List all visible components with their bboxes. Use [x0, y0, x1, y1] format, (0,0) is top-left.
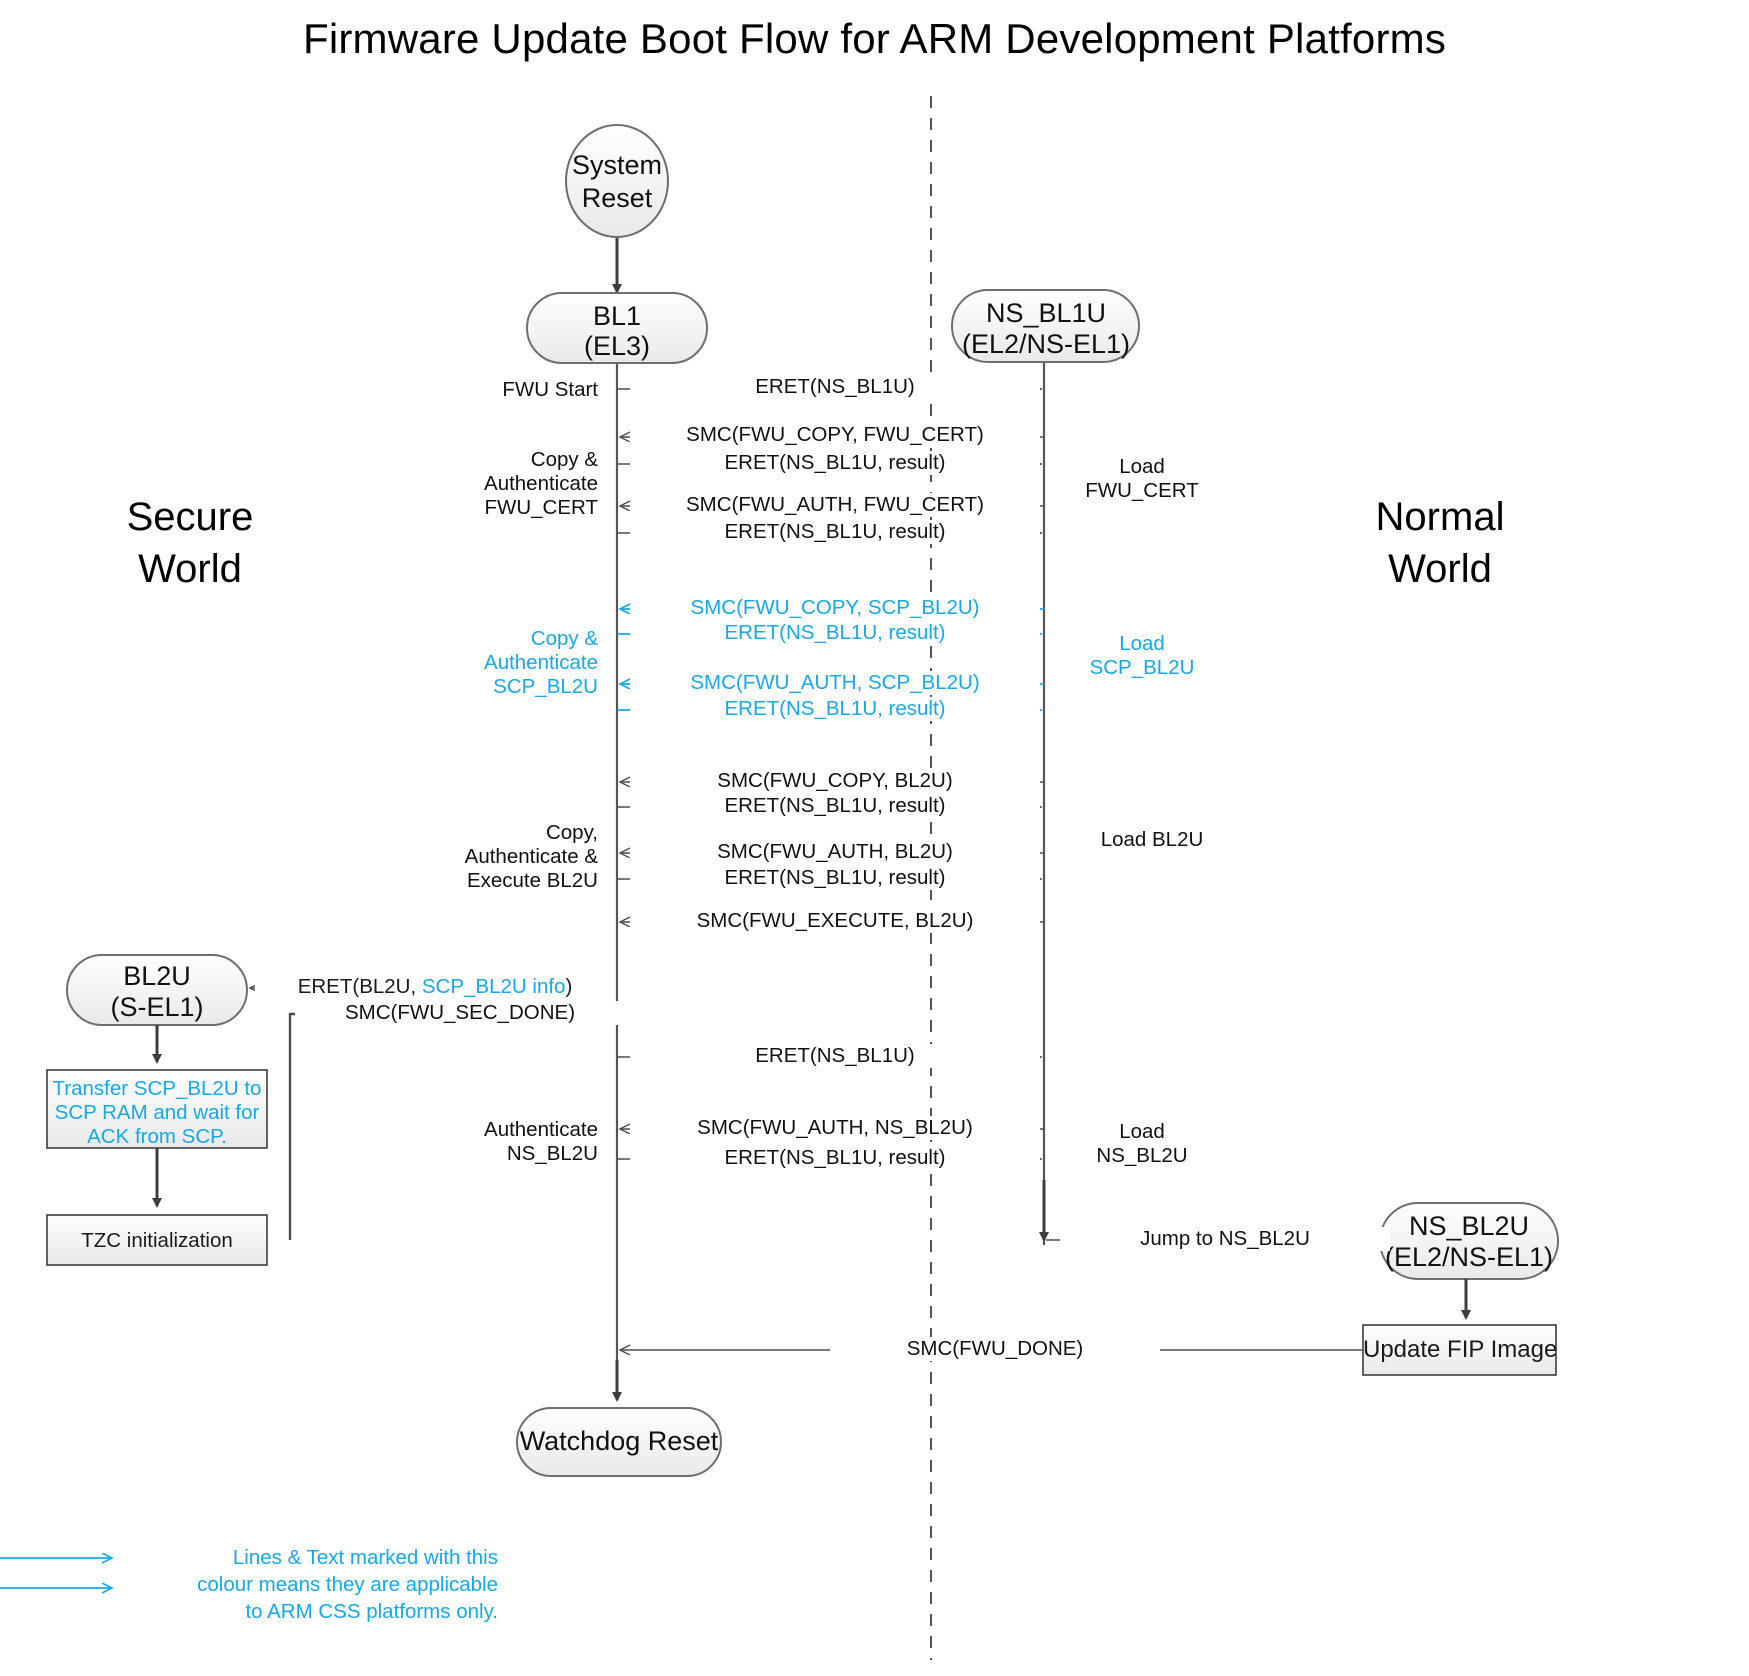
message-label-m2: SMC(FWU_COPY, FWU_CERT)	[630, 423, 1040, 448]
message-label-m1: ERET(NS_BL1U)	[630, 375, 1040, 400]
secure-world-label-line2: World	[138, 547, 242, 591]
node-transfer-scp	[46, 1069, 268, 1149]
message-label-m6: SMC(FWU_COPY, SCP_BL2U)	[630, 596, 1040, 621]
message-label-m15-part-c: )	[565, 975, 573, 998]
message-label-m15-part-a: ERET(BL2U,	[297, 975, 422, 998]
message-label-m15-part-b: SCP_BL2U info	[421, 975, 566, 998]
node-bl1	[526, 292, 708, 364]
page-title: Firmware Update Boot Flow for ARM Develo…	[302, 15, 1447, 62]
message-label-m21: SMC(FWU_DONE)	[830, 1337, 1160, 1362]
node-transfer-scp-label-2: SCP RAM and wait for	[54, 1101, 260, 1124]
message-label-m18: SMC(FWU_AUTH, NS_BL2U)	[630, 1116, 1040, 1141]
left-annotation-a2-line3: FWU_CERT	[484, 496, 598, 519]
left-annotation-a3-line1: Copy &	[530, 627, 598, 650]
secure-world-label-line1: Secure	[126, 495, 254, 539]
message-label-m11: ERET(NS_BL1U, result)	[630, 794, 1040, 819]
message-label-m20: Jump to NS_BL2U	[1060, 1227, 1390, 1252]
node-transfer-scp-label-1: Transfer SCP_BL2U to	[52, 1077, 262, 1100]
left-annotation-a4-line3: Execute BL2U	[466, 869, 598, 892]
node-system-reset-label-1: System	[571, 150, 663, 180]
message-label-m16: SMC(FWU_SEC_DONE)	[295, 1001, 625, 1026]
message-label-m10: SMC(FWU_COPY, BL2U)	[630, 769, 1040, 794]
normal-world-label-line1: Normal	[1375, 495, 1505, 539]
message-label-m17: ERET(NS_BL1U)	[630, 1044, 1040, 1069]
node-tzc-init	[46, 1214, 268, 1266]
node-ns-bl1u	[951, 289, 1140, 363]
left-annotation-a5-line1: Authenticate	[484, 1118, 598, 1141]
message-label-m9: ERET(NS_BL1U, result)	[630, 697, 1040, 722]
message-label-m12: SMC(FWU_AUTH, BL2U)	[630, 840, 1040, 865]
node-update-fip	[1362, 1324, 1557, 1376]
right-annotation-b3-line1: Load BL2U	[1100, 828, 1204, 851]
message-label-m15: ERET(BL2U, SCP_BL2U info)	[255, 975, 615, 1000]
message-label-m8: SMC(FWU_AUTH, SCP_BL2U)	[630, 671, 1040, 696]
message-label-m14: SMC(FWU_EXECUTE, BL2U)	[630, 909, 1040, 934]
right-annotation-b4-line1: Load	[1119, 1120, 1165, 1143]
left-annotation-a4-line2: Authenticate &	[464, 845, 598, 868]
left-annotation-a2-line1: Copy &	[530, 448, 598, 471]
node-ns-bl2u-label-2: (EL2/NS-EL1)	[1384, 1242, 1554, 1272]
node-transfer-scp-label-3: ACK from SCP.	[87, 1125, 227, 1148]
node-bl2u-label-2: (S-EL1)	[110, 992, 204, 1022]
node-bl1-label-1: BL1	[592, 301, 642, 331]
right-annotation-b2-line2: SCP_BL2U	[1089, 656, 1195, 679]
normal-world-label-line2: World	[1388, 547, 1492, 591]
node-system-reset-label-2: Reset	[581, 183, 653, 213]
node-ns-bl1u-label-1: NS_BL1U	[985, 298, 1107, 328]
node-ns-bl2u-label-1: NS_BL2U	[1408, 1211, 1530, 1241]
right-annotation-b1-line1: Load	[1119, 455, 1165, 478]
left-annotation-a3-line2: Authenticate	[484, 651, 598, 674]
message-label-m3: ERET(NS_BL1U, result)	[630, 451, 1040, 476]
node-bl1-label-2: (EL3)	[583, 331, 651, 361]
left-annotation-a3-line3: SCP_BL2U	[493, 675, 598, 698]
node-watchdog-reset	[516, 1407, 722, 1477]
node-bl2u-label-1: BL2U	[123, 961, 191, 991]
node-watchdog-reset-label: Watchdog Reset	[519, 1426, 719, 1456]
message-label-m19: ERET(NS_BL1U, result)	[630, 1146, 1040, 1171]
legend-line-2: colour means they are applicable	[197, 1573, 498, 1596]
right-annotation-b1-line2: FWU_CERT	[1085, 479, 1199, 502]
node-tzc-init-label: TZC initialization	[81, 1229, 233, 1252]
left-annotation-a5-line2: NS_BL2U	[506, 1142, 598, 1165]
left-annotation-a1-line1: FWU Start	[502, 378, 598, 401]
message-label-m13: ERET(NS_BL1U, result)	[630, 866, 1040, 891]
node-update-fip-label: Update FIP Image	[1363, 1336, 1558, 1363]
message-label-m4: SMC(FWU_AUTH, FWU_CERT)	[630, 493, 1040, 518]
right-annotation-b2-line1: Load	[1119, 632, 1165, 655]
left-annotation-a4-line1: Copy,	[545, 821, 598, 844]
message-label-m5: ERET(NS_BL1U, result)	[630, 520, 1040, 545]
legend-line-3: to ARM CSS platforms only.	[245, 1600, 498, 1623]
legend-line-1: Lines & Text marked with this	[232, 1546, 498, 1569]
node-system-reset	[565, 124, 669, 238]
message-label-m7: ERET(NS_BL1U, result)	[630, 621, 1040, 646]
node-ns-bl1u-label-2: (EL2/NS-EL1)	[961, 329, 1131, 359]
right-annotation-b4-line2: NS_BL2U	[1096, 1144, 1188, 1167]
left-annotation-a2-line2: Authenticate	[484, 472, 598, 495]
